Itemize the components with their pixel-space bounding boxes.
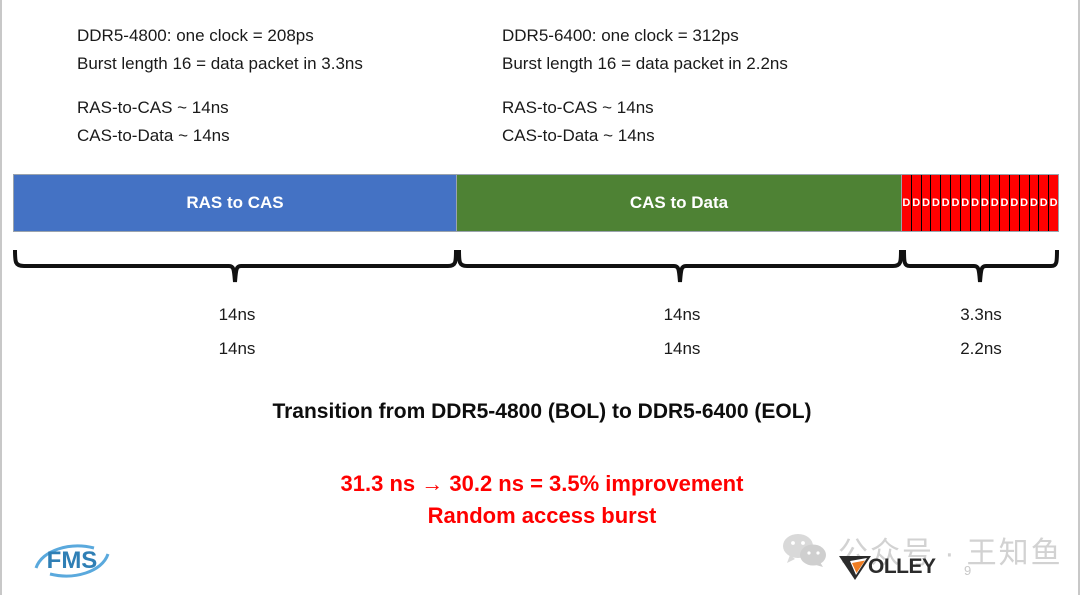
burst-cell: D bbox=[1030, 175, 1040, 231]
spec-ras-to-cas-left: RAS-to-CAS ~ 14ns bbox=[77, 98, 229, 117]
burst-cell: D bbox=[912, 175, 922, 231]
burst-cell: D bbox=[990, 175, 1001, 231]
volley-logo: OLLEY bbox=[838, 552, 936, 582]
fms-swoosh-lower-icon bbox=[49, 553, 110, 578]
burst-cell: D bbox=[931, 175, 942, 231]
burst-cell: D bbox=[1010, 175, 1020, 231]
spec-block-ddr5-4800: DDR5-4800: one clock = 208ps Burst lengt… bbox=[77, 22, 363, 150]
measure-bol-1: 14ns bbox=[218, 305, 256, 324]
burst-cell: D bbox=[1020, 175, 1030, 231]
spec-cas-to-data-left: CAS-to-Data ~ 14ns bbox=[77, 126, 230, 145]
burst-cell: D bbox=[951, 175, 961, 231]
wechat-icon bbox=[783, 534, 826, 567]
measure-eol-2: 14ns bbox=[663, 339, 701, 358]
timeline-segment-ras-to-cas: RAS to CAS bbox=[13, 174, 457, 232]
volley-logo-text: OLLEY bbox=[868, 555, 936, 578]
burst-cell: D bbox=[902, 175, 912, 231]
measure-column-data-burst: 3.3ns 2.2ns bbox=[901, 298, 1061, 366]
result-improvement-line: 31.3 ns → 30.2 ns = 3.5% improvement bbox=[340, 471, 744, 496]
measure-column-ras-to-cas: 14ns 14ns bbox=[157, 298, 317, 366]
burst-cell: D bbox=[971, 175, 981, 231]
spec-ras-to-cas-right: RAS-to-CAS ~ 14ns bbox=[502, 98, 654, 117]
page-number: 9 bbox=[964, 563, 972, 578]
burst-cell: D bbox=[941, 175, 952, 231]
measure-eol-1: 14ns bbox=[218, 339, 256, 358]
fms-logo-text: FMS bbox=[47, 547, 98, 574]
spec-spacer-left bbox=[77, 78, 363, 94]
timeline-segment-label-cas: CAS to Data bbox=[629, 193, 729, 212]
brace-cas-to-data bbox=[457, 249, 903, 283]
burst-cell: D bbox=[981, 175, 991, 231]
timeline-segment-cas-to-data: CAS to Data bbox=[457, 174, 902, 232]
measure-bol-2: 14ns bbox=[663, 305, 701, 324]
spec-clock-line-right: DDR5-6400: one clock = 312ps bbox=[502, 26, 739, 45]
wechat-watermark: 公众号 · 王知鱼 bbox=[782, 528, 1063, 572]
spec-cas-to-data-right: CAS-to-Data ~ 14ns bbox=[502, 126, 655, 145]
burst-cell: D bbox=[1039, 175, 1050, 231]
transition-title: Transition from DDR5-4800 (BOL) to DDR5-… bbox=[272, 400, 812, 423]
result-summary: 31.3 ns → 30.2 ns = 3.5% improvement Ran… bbox=[2, 468, 1078, 532]
brace-group bbox=[13, 249, 1059, 283]
spec-spacer-right bbox=[502, 78, 788, 94]
spec-burst-line-right: Burst length 16 = data packet in 2.2ns bbox=[502, 54, 788, 73]
spec-clock-line-left: DDR5-4800: one clock = 208ps bbox=[77, 26, 314, 45]
volley-v-mark-icon bbox=[839, 556, 871, 580]
measure-column-cas-to-data: 14ns 14ns bbox=[602, 298, 762, 366]
fms-swoosh-upper-icon bbox=[34, 544, 95, 569]
brace-data-burst bbox=[902, 249, 1059, 283]
spec-block-ddr5-6400: DDR5-6400: one clock = 312ps Burst lengt… bbox=[502, 22, 788, 150]
wechat-watermark-text: 公众号 · 王知鱼 bbox=[838, 537, 1063, 570]
timeline-segment-label-ras: RAS to CAS bbox=[186, 193, 284, 212]
burst-cell: D bbox=[961, 175, 971, 231]
spec-burst-line-left: Burst length 16 = data packet in 3.3ns bbox=[77, 54, 363, 73]
measure-eol-3: 2.2ns bbox=[960, 339, 1002, 358]
fms-logo: FMS bbox=[34, 544, 110, 578]
brace-ras-to-cas bbox=[13, 249, 458, 283]
result-access-type-line: Random access burst bbox=[427, 503, 657, 528]
burst-cell: D bbox=[1049, 197, 1058, 209]
burst-cell: D bbox=[922, 175, 932, 231]
measure-bol-3: 3.3ns bbox=[960, 305, 1002, 324]
burst-cell: D bbox=[1000, 175, 1010, 231]
